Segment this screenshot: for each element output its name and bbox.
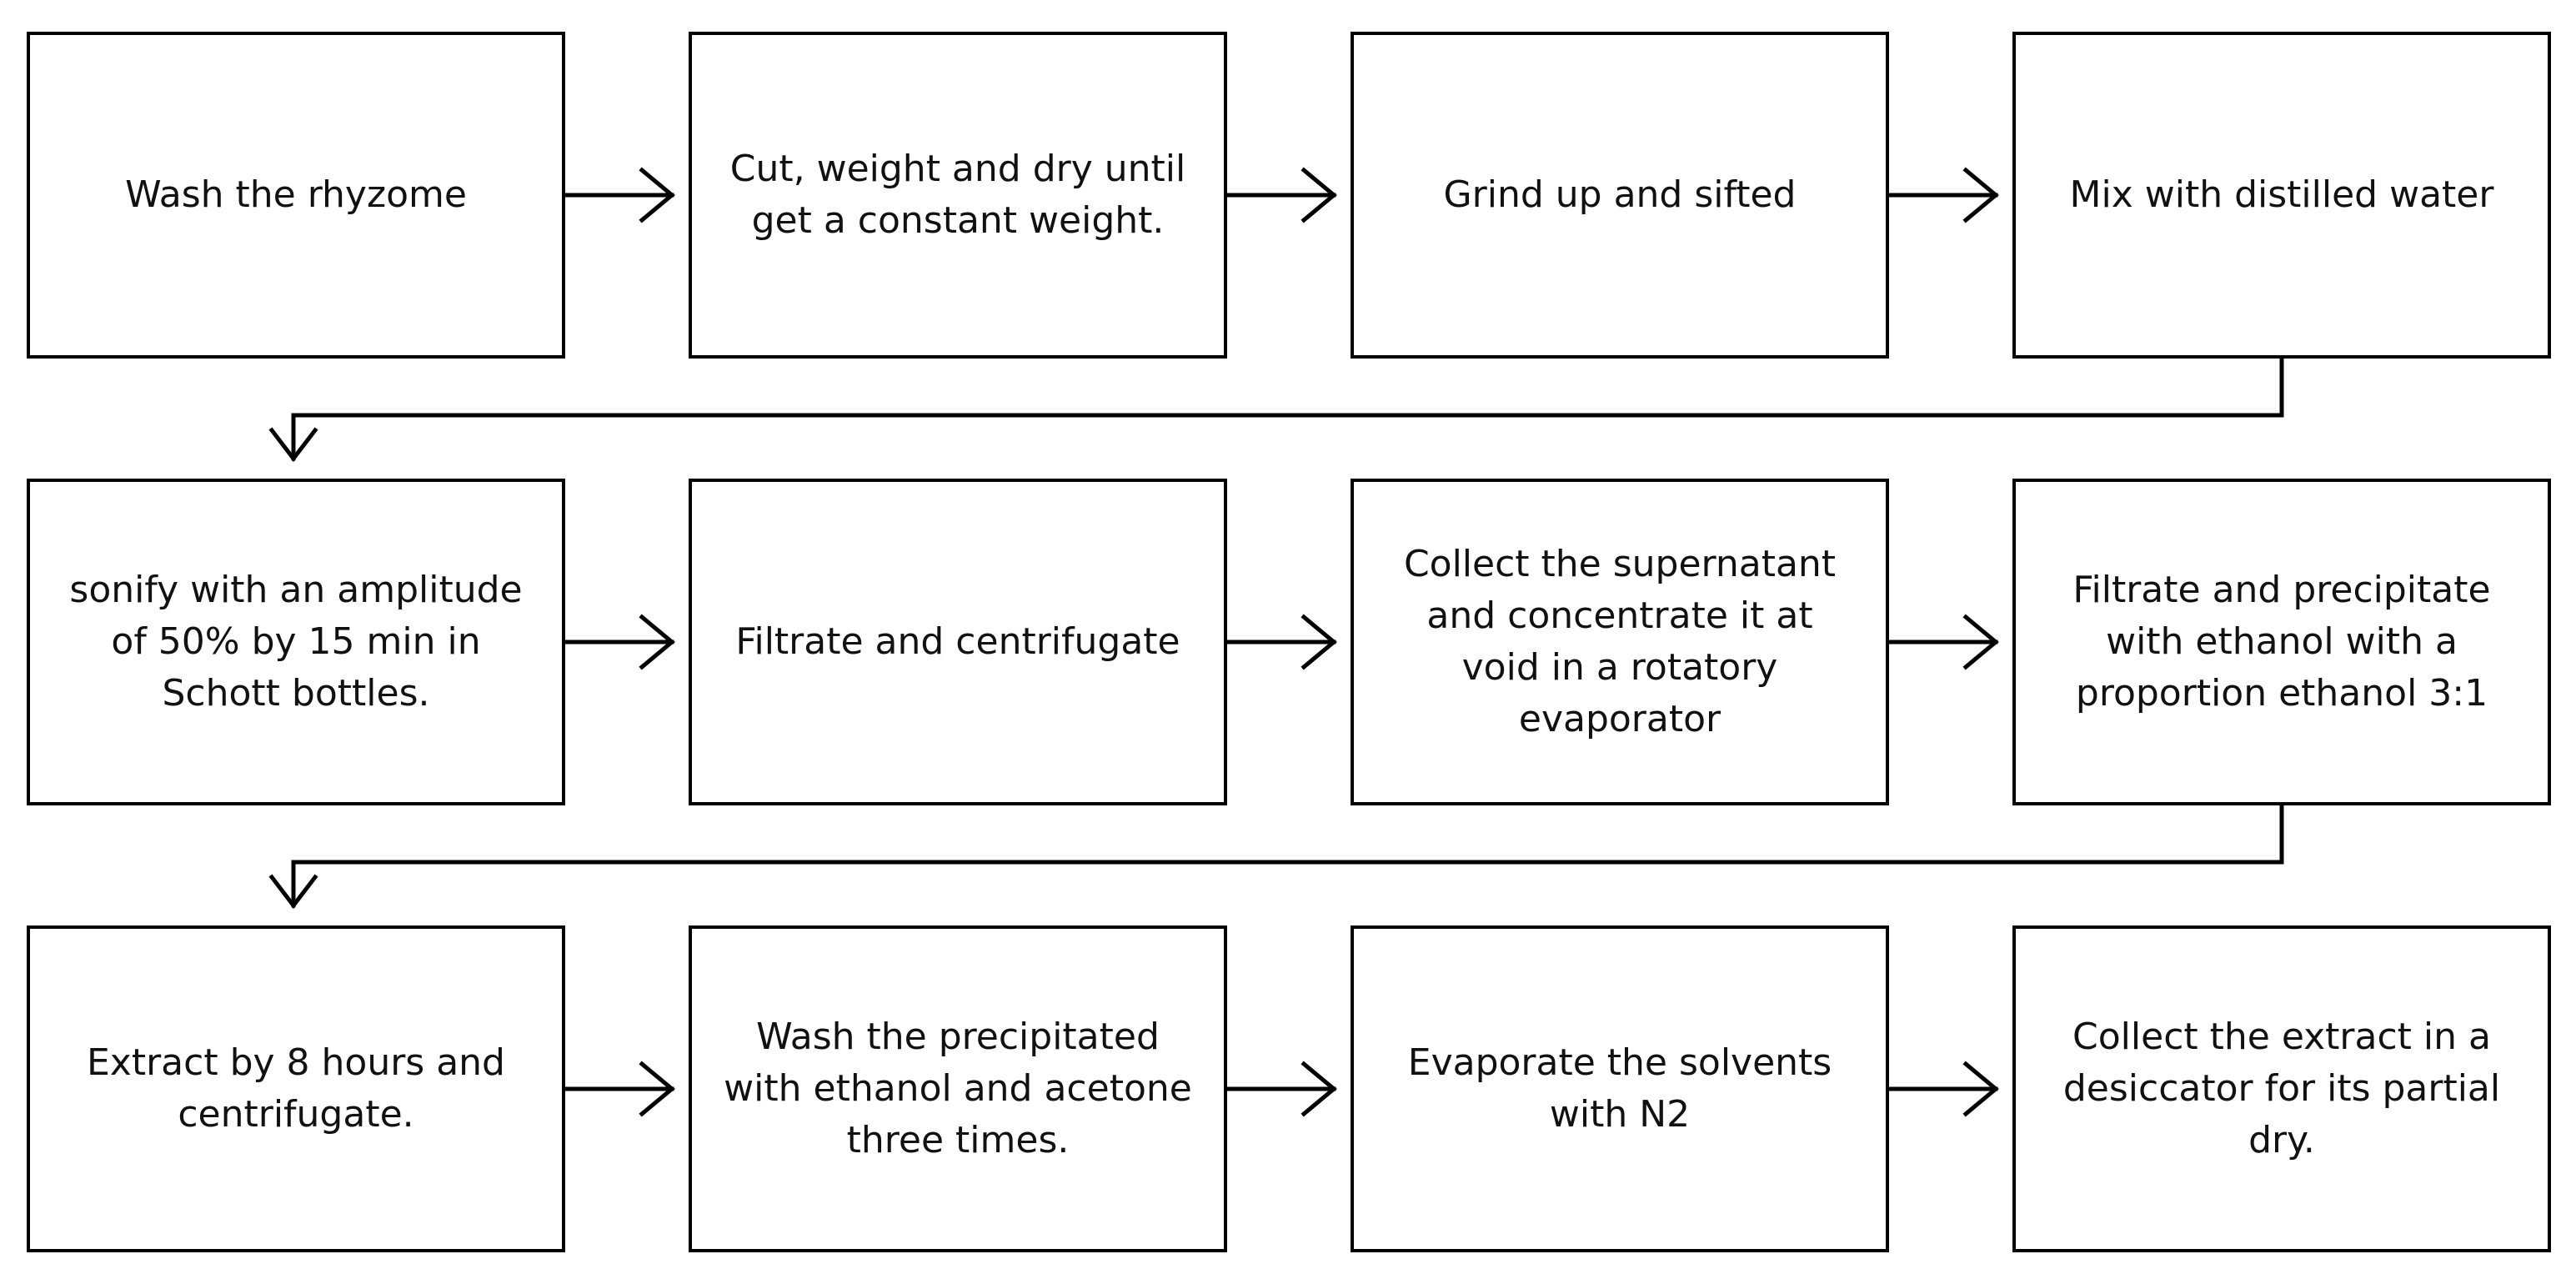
step-collect-extract-desiccator: Collect the extract in a desiccator for … xyxy=(2012,925,2551,1252)
step-grind-sift: Grind up and sifted xyxy=(1351,32,1889,359)
step-label: sonify with an amplitude of 50% by 15 mi… xyxy=(69,569,523,715)
arrow-step6-to-step7 xyxy=(1225,614,1337,670)
step-label: Filtrate and precipitate with ethanol wi… xyxy=(2072,569,2491,715)
step-cut-weight-dry: Cut, weight and dry until get a constant… xyxy=(689,32,1227,359)
arrow-step4-to-step5 xyxy=(268,356,2284,463)
arrow-step1-to-step2 xyxy=(563,167,675,223)
arrow-step2-to-step3 xyxy=(1225,167,1337,223)
step-filtrate-precipitate-ethanol: Filtrate and precipitate with ethanol wi… xyxy=(2012,479,2551,805)
step-label: Cut, weight and dry until get a constant… xyxy=(729,148,1186,242)
arrow-step9-to-step10 xyxy=(563,1061,675,1117)
arrow-step3-to-step4 xyxy=(1887,167,1999,223)
arrow-step10-to-step11 xyxy=(1225,1061,1337,1117)
step-wash-rhyzome: Wash the rhyzome xyxy=(27,32,565,359)
step-wash-precipitated: Wash the precipitated with ethanol and a… xyxy=(689,925,1227,1252)
step-label: Evaporate the solvents with N2 xyxy=(1407,1041,1832,1136)
arrow-step7-to-step8 xyxy=(1887,614,1999,670)
step-label: Collect the extract in a desiccator for … xyxy=(2062,1016,2501,1161)
arrow-step8-to-step9 xyxy=(268,803,2284,910)
step-mix-distilled-water: Mix with distilled water xyxy=(2012,32,2551,359)
step-label: Extract by 8 hours and centrifugate. xyxy=(87,1041,505,1136)
step-label: Grind up and sifted xyxy=(1443,173,1797,216)
step-extract-centrifugate: Extract by 8 hours and centrifugate. xyxy=(27,925,565,1252)
step-label: Wash the precipitated with ethanol and a… xyxy=(724,1016,1192,1161)
step-evaporate-solvents: Evaporate the solvents with N2 xyxy=(1351,925,1889,1252)
step-collect-supernatant: Collect the supernatant and concentrate … xyxy=(1351,479,1889,805)
step-filtrate-centrifugate: Filtrate and centrifugate xyxy=(689,479,1227,805)
step-label: Wash the rhyzome xyxy=(125,173,467,216)
arrow-step11-to-step12 xyxy=(1887,1061,1999,1117)
step-sonify: sonify with an amplitude of 50% by 15 mi… xyxy=(27,479,565,805)
step-label: Filtrate and centrifugate xyxy=(735,620,1180,663)
step-label: Mix with distilled water xyxy=(2069,173,2494,216)
arrow-step5-to-step6 xyxy=(563,614,675,670)
step-label: Collect the supernatant and concentrate … xyxy=(1403,543,1837,740)
